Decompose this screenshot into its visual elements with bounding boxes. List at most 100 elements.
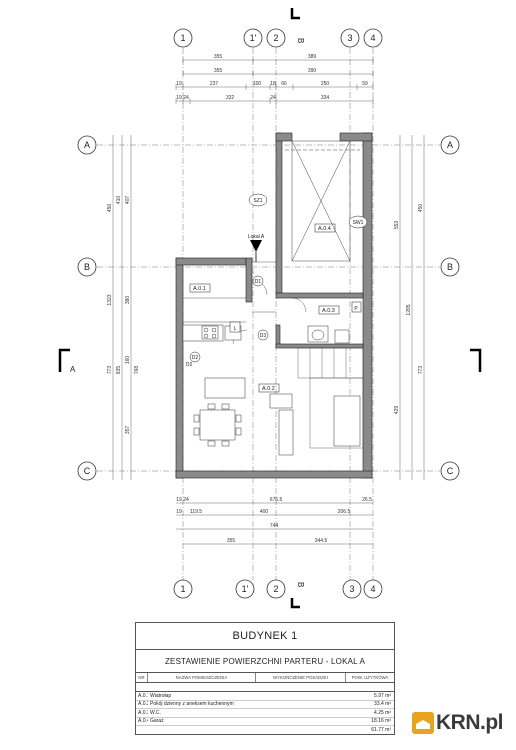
axis-label-top-1p: 1' — [250, 33, 257, 43]
axis-label-bottom-3: 3 — [349, 584, 354, 594]
tag-d1: D1 — [255, 279, 262, 285]
entrance-arrow — [250, 240, 262, 252]
room-label-a02: A.0.2 — [262, 386, 275, 392]
axis-label-top-3: 3 — [347, 33, 352, 43]
dim-left-1: 450 — [107, 204, 113, 213]
dim-left-8: 160 — [125, 356, 131, 365]
row-name: W.C. — [150, 709, 161, 716]
tag-d2: D2 — [192, 355, 199, 361]
dim-bot-r2-a: 19 — [176, 509, 182, 515]
kitchen-island — [204, 377, 246, 399]
axis-label-left-a: A — [84, 140, 90, 150]
dim-bot-r2-c: 400 — [260, 509, 269, 515]
house-logo-icon — [412, 712, 434, 734]
axis-label-left-c: C — [84, 466, 91, 476]
dim-left-7: 835 — [116, 366, 122, 375]
dim-top-r3-d: 18 — [270, 81, 276, 87]
dim-right-4: 773 — [418, 366, 424, 375]
axis-label-bottom-2: 2 — [273, 584, 278, 594]
axis-label-top-4: 4 — [370, 33, 375, 43]
watermark-text: KRN.pl — [436, 711, 504, 734]
tag-d3: D3 — [260, 333, 267, 339]
row-nr: A.0.1 — [138, 692, 148, 699]
closet — [333, 395, 361, 447]
dim-top-r4-a: 19 — [176, 95, 182, 101]
header-area: POW. UŻYTKOWA — [351, 675, 389, 680]
lokal-label: Lokal A — [248, 234, 265, 240]
dim-top-r3-e: 66 — [281, 81, 287, 87]
dim-left-3: 407 — [125, 196, 131, 205]
dim-bot-r1-a: 19 — [176, 497, 182, 503]
tag-sz1: SZ1 — [253, 198, 262, 204]
axis-label-right-b: B — [447, 262, 453, 272]
tag-p: P — [354, 306, 358, 312]
table-total-row: 61.77 m² — [136, 726, 394, 734]
row-nr: A.0.2 — [138, 701, 148, 708]
axis-label-right-a: A — [447, 140, 453, 150]
dim-left-4: 1323 — [107, 294, 113, 305]
table-rows: A.0.1 Wiatrołap 5.97 m² A.0.2 Pokój dzie… — [136, 692, 394, 726]
section-mark-top: B — [296, 38, 305, 43]
dim-bot-r1-d: 26.5 — [362, 497, 372, 503]
table-row: A.0.1 Wiatrołap 5.97 m² — [136, 692, 394, 701]
row-name: Garaż — [150, 718, 164, 725]
header-nr: NR — [136, 673, 148, 682]
dim-top-r3-b: 237 — [210, 81, 219, 87]
total-area: 61.77 m² — [371, 727, 391, 733]
header-finish: WYKOŃCZENIE POSADZKI — [256, 673, 346, 682]
table-row: A.0.4 Garaż 18.16 m² — [136, 718, 394, 726]
axis-label-top-2: 2 — [273, 33, 278, 43]
dim-left-9: 768 — [134, 366, 140, 375]
room-label-a01: A.0.1 — [193, 286, 206, 292]
dim-top-r1-a: 355 — [214, 54, 223, 60]
row-area: 33.4 m² — [374, 701, 391, 708]
dim-left-6: 773 — [107, 366, 113, 375]
dim-right-3: 1285 — [406, 304, 412, 315]
dim-bot-r4-a: 355 — [227, 538, 236, 544]
dim-top-r4-d: 24 — [270, 95, 276, 101]
room-label-a04: A.0.4 — [318, 226, 331, 232]
staircase — [297, 347, 364, 449]
floor-plan-drawing: 1 1' 2 3 4 1 1' 2 3 4 A B C A B C B B A — [58, 8, 482, 609]
section-mark-left: A — [70, 365, 76, 374]
dim-left-10: 357 — [125, 426, 131, 435]
krn-watermark: KRN.pl — [412, 707, 508, 739]
dim-top-r3-g: 59 — [362, 81, 368, 87]
table-subtitle: ZESTAWIENIE POWIERZCHNI PARTERU - LOKAL … — [136, 650, 394, 673]
tag-o2: O2 — [186, 362, 193, 368]
row-nr: A.0.4 — [138, 718, 148, 725]
dim-top-r3-a: 19 — [176, 81, 182, 87]
row-name: Pokój dzienny z aneksem kuchennym — [150, 701, 234, 708]
dim-top-r4-b: 24 — [183, 95, 189, 101]
dim-top-r3-c: 100 — [253, 81, 262, 87]
dim-right-2: 450 — [418, 204, 424, 213]
dim-bot-r4-b: 344.5 — [315, 538, 328, 544]
table-header: NR NAZWA POMIESZCZENIA WYKOŃCZENIE POSAD… — [136, 673, 394, 683]
dim-right-5: 429 — [394, 406, 400, 415]
row-area: 4.25 m² — [374, 709, 391, 716]
axis-label-bottom-1p: 1' — [242, 584, 249, 594]
table-row: A.0.3 W.C. 4.25 m² — [136, 709, 394, 718]
dim-bot-r1-b: 24 — [183, 497, 189, 503]
dim-top-r3-f: 250 — [321, 81, 330, 87]
row-nr: A.0.3 — [138, 709, 148, 716]
table-row: A.0.2 Pokój dzienny z aneksem kuchennym … — [136, 701, 394, 709]
garage-door-area — [285, 140, 360, 262]
dining-table — [199, 409, 236, 441]
dim-top-r4-e: 334 — [321, 95, 330, 101]
dim-right-1: 553 — [394, 221, 400, 230]
axis-label-bottom-1: 1 — [180, 584, 185, 594]
axis-label-bottom-4: 4 — [370, 584, 375, 594]
dim-left-2: 410 — [116, 196, 122, 205]
room-label-a03: A.0.3 — [322, 308, 335, 314]
sofa — [278, 409, 294, 456]
table-title: BUDYNEK 1 — [136, 623, 394, 650]
dim-top-r2-b: 390 — [308, 68, 317, 74]
dim-left-5: 380 — [125, 296, 131, 305]
header-name: NAZWA POMIESZCZENIA — [148, 673, 256, 682]
section-mark-bottom: B — [296, 582, 305, 587]
dim-bot-r2-b: 119.5 — [190, 509, 202, 515]
area-schedule-table: BUDYNEK 1 ZESTAWIENIE POWIERZCHNI PARTER… — [135, 622, 395, 735]
row-area: 5.97 m² — [374, 692, 391, 699]
dim-top-r4-c: 332 — [226, 95, 235, 101]
